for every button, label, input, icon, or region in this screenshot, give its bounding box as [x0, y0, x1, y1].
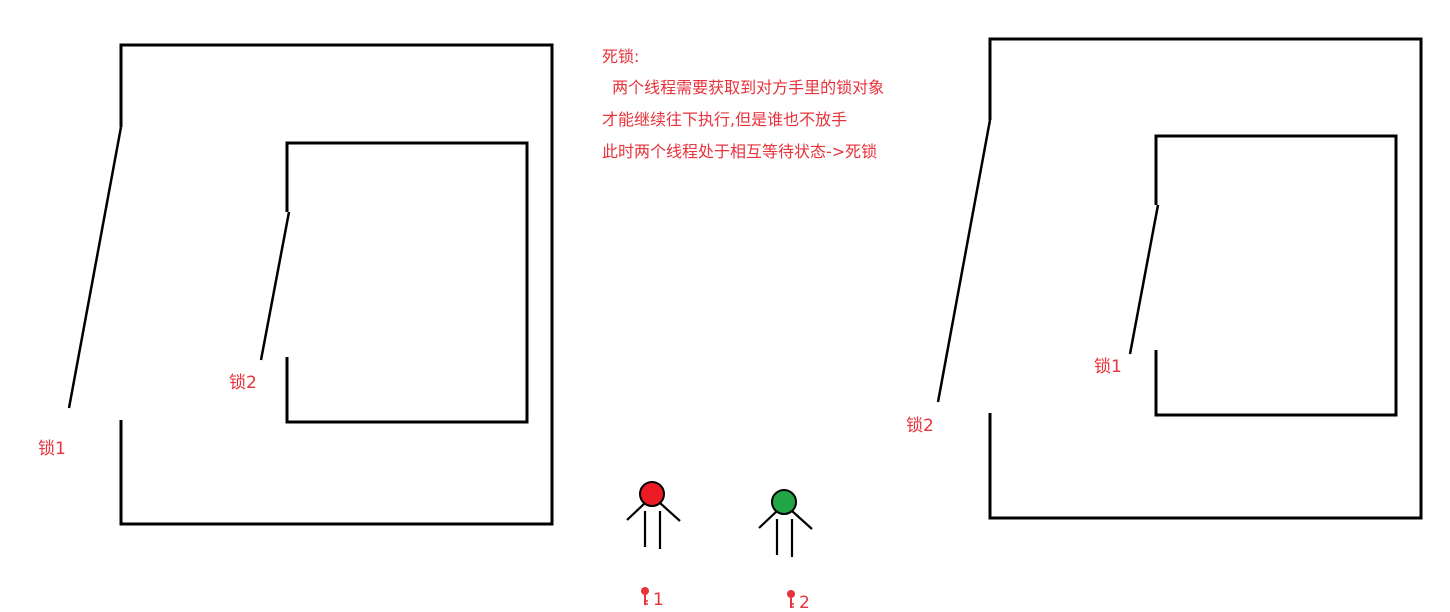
left-room: 锁1 锁2	[38, 43, 554, 526]
left-outer-wall-top	[119, 43, 554, 526]
right-inner-wall	[1154, 134, 1398, 417]
thread-1-label: 1	[653, 590, 664, 610]
thread-1-head	[639, 481, 665, 507]
right-room: 锁2 锁1	[906, 37, 1423, 520]
note-line-2: 才能继续往下执行,但是谁也不放手	[602, 110, 847, 129]
thread-1-left-arm	[626, 502, 646, 521]
left-outer-lock-label: 锁1	[38, 439, 66, 459]
right-outer-door-lock-2	[936, 119, 992, 403]
note-title: 死锁:	[602, 47, 639, 66]
left-inner-wall	[285, 141, 529, 424]
left-inner-lock-label: 锁2	[229, 373, 257, 393]
right-outer-wall	[988, 37, 1423, 520]
right-outer-lock-label: 锁2	[906, 416, 934, 436]
thread-1-right-arm	[659, 502, 681, 522]
thread-2-figure: 2	[758, 489, 813, 612]
left-outer-door-lock-1	[67, 126, 123, 409]
left-inner-door-lock-2	[259, 211, 291, 361]
note-line-1: 两个线程需要获取到对方手里的锁对象	[602, 78, 884, 97]
deadlock-note: 死锁: 两个线程需要获取到对方手里的锁对象 才能继续往下执行,但是谁也不放手 此…	[602, 47, 884, 161]
thread-1-key-icon	[641, 587, 649, 605]
note-line-3: 此时两个线程处于相互等待状态->死锁	[602, 142, 877, 161]
thread-2-right-arm	[791, 510, 813, 530]
thread-2-key-icon	[787, 590, 795, 608]
thread-2-left-arm	[758, 510, 778, 529]
thread-2-label: 2	[799, 593, 810, 612]
right-inner-lock-label: 锁1	[1094, 357, 1122, 377]
right-inner-door-lock-1	[1128, 204, 1160, 355]
thread-2-head	[771, 489, 797, 515]
thread-1-figure: 1	[626, 481, 681, 610]
